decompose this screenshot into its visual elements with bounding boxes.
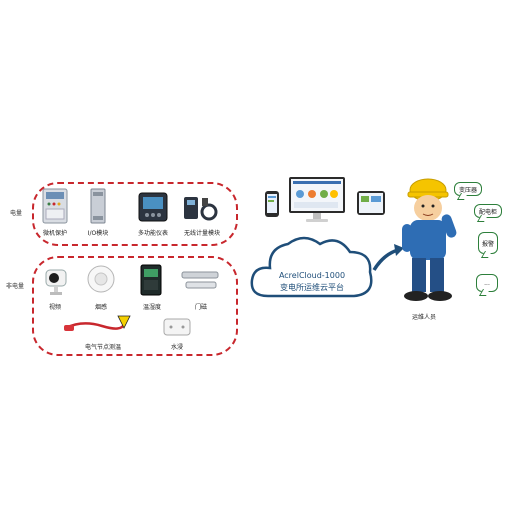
protection-relay-icon — [42, 188, 68, 224]
device-label: 水浸 — [170, 344, 183, 351]
camera-icon — [45, 269, 67, 295]
monitor-icon — [289, 177, 345, 222]
electric-devices-box — [32, 182, 238, 246]
temp-humidity-icon — [140, 264, 162, 296]
cloud-icon — [250, 236, 373, 298]
arrow-icon — [372, 244, 404, 271]
device-label: 烟感 — [94, 304, 107, 311]
wireless-meter-module-icon — [184, 197, 218, 221]
io-module-icon — [90, 188, 106, 224]
device-label: I/O模块 — [87, 230, 109, 237]
multifunction-meter-icon — [138, 192, 168, 222]
bubble-alarm: 报警 — [478, 232, 498, 254]
device-label: 门磁 — [194, 304, 207, 311]
electric-section-label: 电量 — [10, 210, 23, 217]
cloud-subtitle: 变电所运维云平台 — [280, 283, 344, 292]
bubble-transformer: 变压器 — [454, 182, 482, 196]
smoke-detector-icon — [87, 265, 115, 293]
cloud-title: AcrelCloud-1000 — [278, 271, 346, 280]
maintenance-worker-icon — [402, 178, 457, 301]
non-electric-section-label: 非电量 — [6, 283, 25, 290]
non-electric-devices-box — [32, 256, 238, 356]
door-sensor-icon — [181, 271, 219, 289]
tablet-icon — [357, 191, 385, 215]
bubble-distribution-cabinet: 配电柜 — [474, 204, 502, 218]
temperature-probe-icon — [64, 315, 131, 331]
device-label: 视频 — [48, 304, 61, 311]
device-label: 微机保护 — [42, 230, 67, 237]
device-label: 电气节点测温 — [84, 344, 121, 351]
water-sensor-icon — [163, 318, 191, 336]
device-label: 温湿度 — [142, 304, 161, 311]
worker-label: 运维人员 — [411, 314, 436, 321]
phone-icon — [265, 191, 279, 217]
device-label: 多功能仪表 — [137, 230, 168, 237]
bubble-more: ... — [476, 274, 498, 292]
device-label: 无线计量模块 — [183, 230, 220, 237]
